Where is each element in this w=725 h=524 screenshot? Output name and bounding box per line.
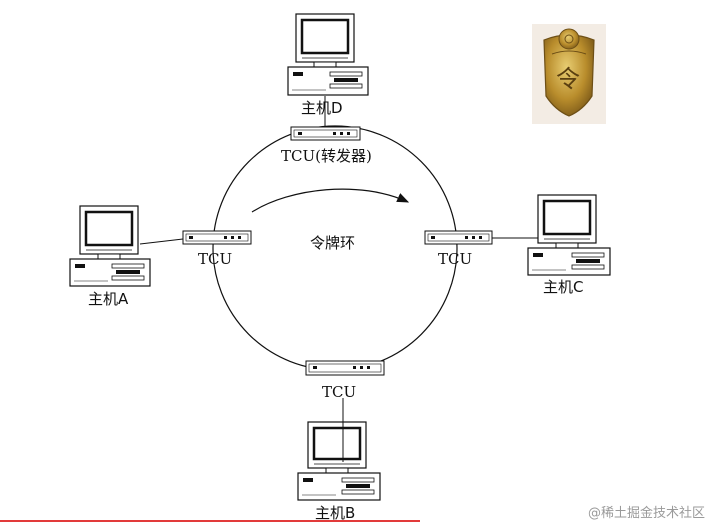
token-badge-glyph: 令 [556,65,580,93]
host-d-label: 主机D [301,99,343,117]
tcu-top [290,126,361,141]
tcu-top-label: TCU(转发器) [281,147,372,165]
host-a-computer-icon [69,205,151,287]
tcu-right-label: TCU [438,250,473,268]
host-b-label: 主机B [315,504,356,522]
ring-label: 令牌环 [310,234,356,252]
link-host-a [139,238,184,245]
tcu-left-label: TCU [198,250,233,268]
tcu-left [182,230,252,245]
host-c-label: 主机C [543,278,584,296]
tcu-right [424,230,493,245]
tcu-bottom [305,360,385,376]
token-badge-icon [532,24,606,124]
host-d-computer-icon [287,13,369,96]
host-b-computer-icon [297,421,381,501]
watermark: @稀土掘金技术社区 [588,506,706,521]
host-c-computer-icon [527,194,611,276]
host-a-label: 主机A [88,290,129,308]
token-direction-arrow [251,188,410,213]
bottom-accent-line [0,520,420,522]
tcu-bottom-label: TCU [322,383,357,401]
